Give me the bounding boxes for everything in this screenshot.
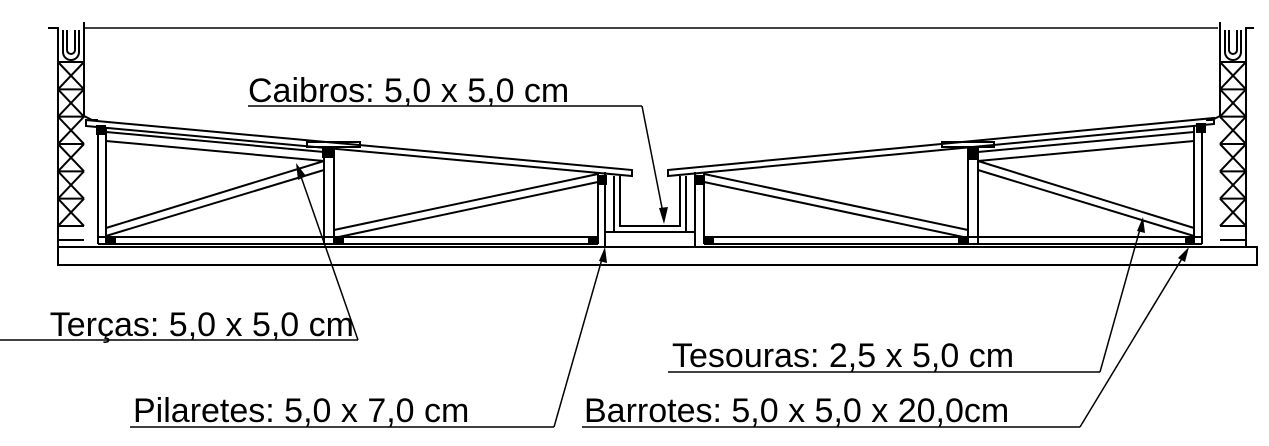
label-barrotes: Barrotes: 5,0 x 5,0 x 20,0cm	[584, 392, 1009, 430]
block-markers	[96, 123, 1206, 245]
left-roof-panel	[85, 118, 633, 245]
label-tesouras: Tesouras: 2,5 x 5,0 cm	[672, 337, 1014, 375]
central-gutter	[604, 176, 696, 248]
leader-tercas	[0, 163, 359, 341]
label-pilaretes: Pilaretes: 5,0 x 7,0 cm	[133, 392, 469, 430]
base-slab	[57, 246, 1258, 266]
right-wall	[1206, 22, 1254, 247]
leader-barrotes	[582, 247, 1189, 428]
leader-caibros	[248, 105, 668, 224]
leader-pilaretes	[130, 247, 607, 428]
leader-tesouras	[668, 217, 1145, 373]
right-roof-panel	[667, 116, 1215, 245]
left-wall	[48, 22, 98, 247]
label-caibros: Caibros: 5,0 x 5,0 cm	[248, 72, 569, 110]
label-tercas: Terças: 5,0 x 5,0 cm	[50, 306, 354, 344]
